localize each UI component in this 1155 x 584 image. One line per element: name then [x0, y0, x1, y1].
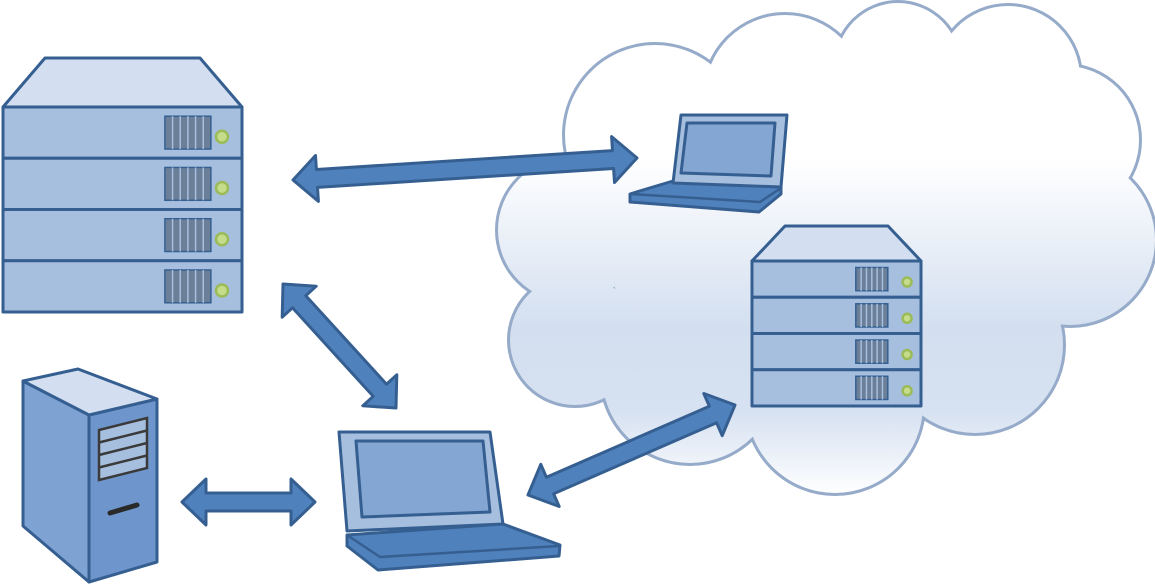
status-led	[901, 385, 913, 397]
laptop-screen	[679, 121, 777, 178]
drive-bay-line	[98, 429, 148, 444]
server-unit	[750, 332, 923, 372]
local-laptop-icon	[337, 430, 562, 572]
status-led	[214, 283, 230, 298]
server-top	[1, 56, 244, 109]
status-led	[901, 276, 913, 288]
rack-server-icon	[1, 56, 244, 314]
drive-bay-line	[98, 441, 148, 457]
double-arrow	[180, 477, 317, 527]
cloud-fill	[870, 90, 1090, 310]
cloud-fill	[498, 158, 642, 302]
tower-top	[21, 367, 159, 417]
status-led	[214, 129, 230, 144]
tower-computer-icon	[21, 367, 159, 584]
server-unit	[750, 368, 923, 408]
server-unit	[750, 259, 923, 299]
connection-arrows	[180, 135, 737, 527]
drive-bay-line	[98, 454, 148, 469]
double-arrow	[526, 392, 737, 508]
status-led	[901, 312, 913, 325]
status-led	[901, 348, 913, 361]
devices	[1, 56, 923, 584]
status-led	[214, 180, 230, 196]
laptop-keyboard-edge	[629, 186, 782, 204]
laptop-screen	[354, 439, 492, 519]
disc-slot	[107, 502, 140, 516]
cloud-fill	[510, 275, 640, 405]
cloud-server-icon	[750, 224, 923, 408]
status-led	[214, 231, 230, 247]
double-arrow	[280, 282, 399, 410]
cloud-laptop-icon	[628, 113, 789, 214]
server-unit	[750, 295, 923, 335]
laptop-keyboard-edge	[346, 533, 560, 559]
double-arrow	[291, 135, 639, 203]
